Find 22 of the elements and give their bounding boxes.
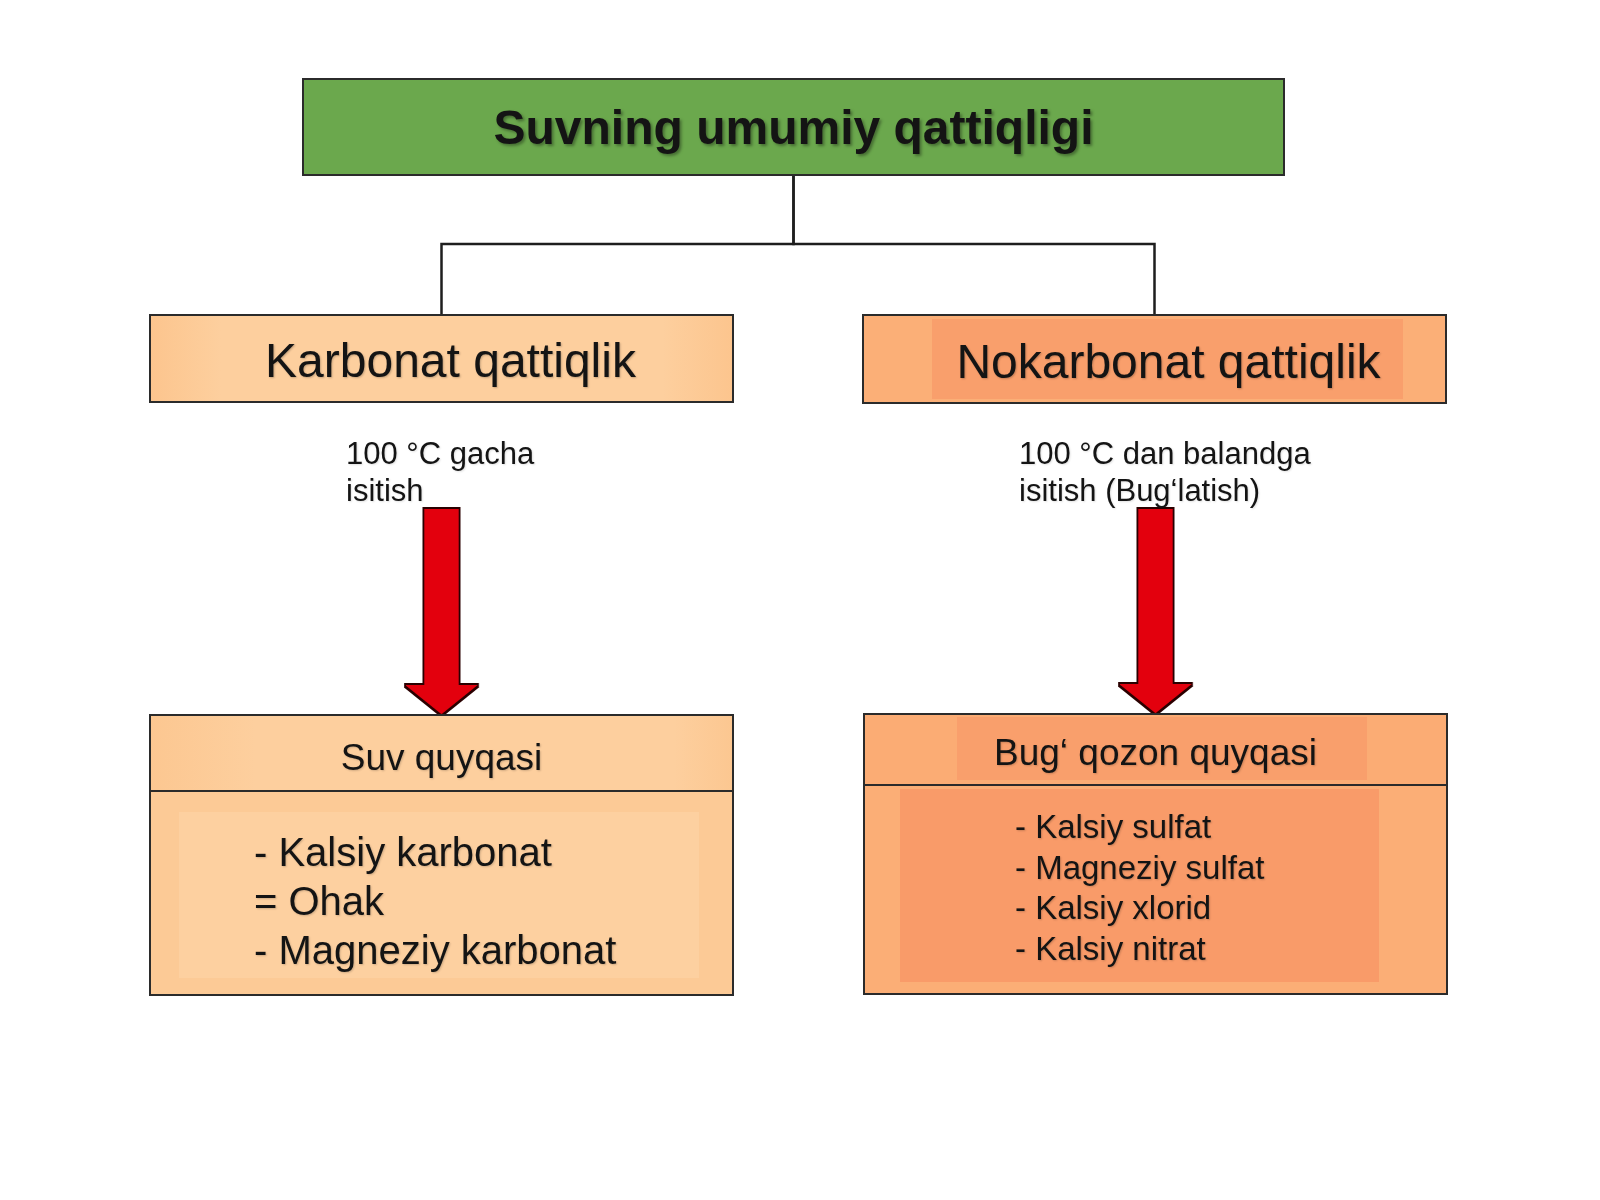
list-item: - Magneziy sulfat xyxy=(1015,847,1265,888)
list-item: - Kalsiy nitrat xyxy=(1015,928,1206,969)
box-label: Suvning umumiy qattiqligi xyxy=(493,99,1094,155)
category-box xyxy=(149,314,734,403)
box-label: Karbonat qattiqlik xyxy=(265,333,636,388)
condition-text: 100 °C gacha isitish xyxy=(346,435,546,509)
list-item: - Magneziy karbonat xyxy=(254,927,617,974)
list-item: - Kalsiy sulfat xyxy=(1015,807,1212,847)
title-box xyxy=(302,78,1285,176)
list-item: - Kalsiy xlorid xyxy=(1015,888,1212,928)
result-box xyxy=(863,713,1448,995)
connector-line xyxy=(792,176,1156,314)
box-label: Nokarbonat qattiqlik xyxy=(956,333,1381,389)
category-box xyxy=(862,314,1447,404)
list-item: = Ohak xyxy=(254,878,385,925)
box-heading: Bug‘ qozon quyqasi xyxy=(865,715,1446,786)
block-arrow xyxy=(1119,509,1192,713)
list-item: - Kalsiy karbonat xyxy=(254,829,552,876)
condition-text: 100 °C dan balandga isitish (Bug‘latish) xyxy=(1019,435,1321,509)
result-box xyxy=(149,714,734,996)
box-heading: Suv quyqasi xyxy=(151,716,732,792)
block-arrow xyxy=(405,509,478,714)
